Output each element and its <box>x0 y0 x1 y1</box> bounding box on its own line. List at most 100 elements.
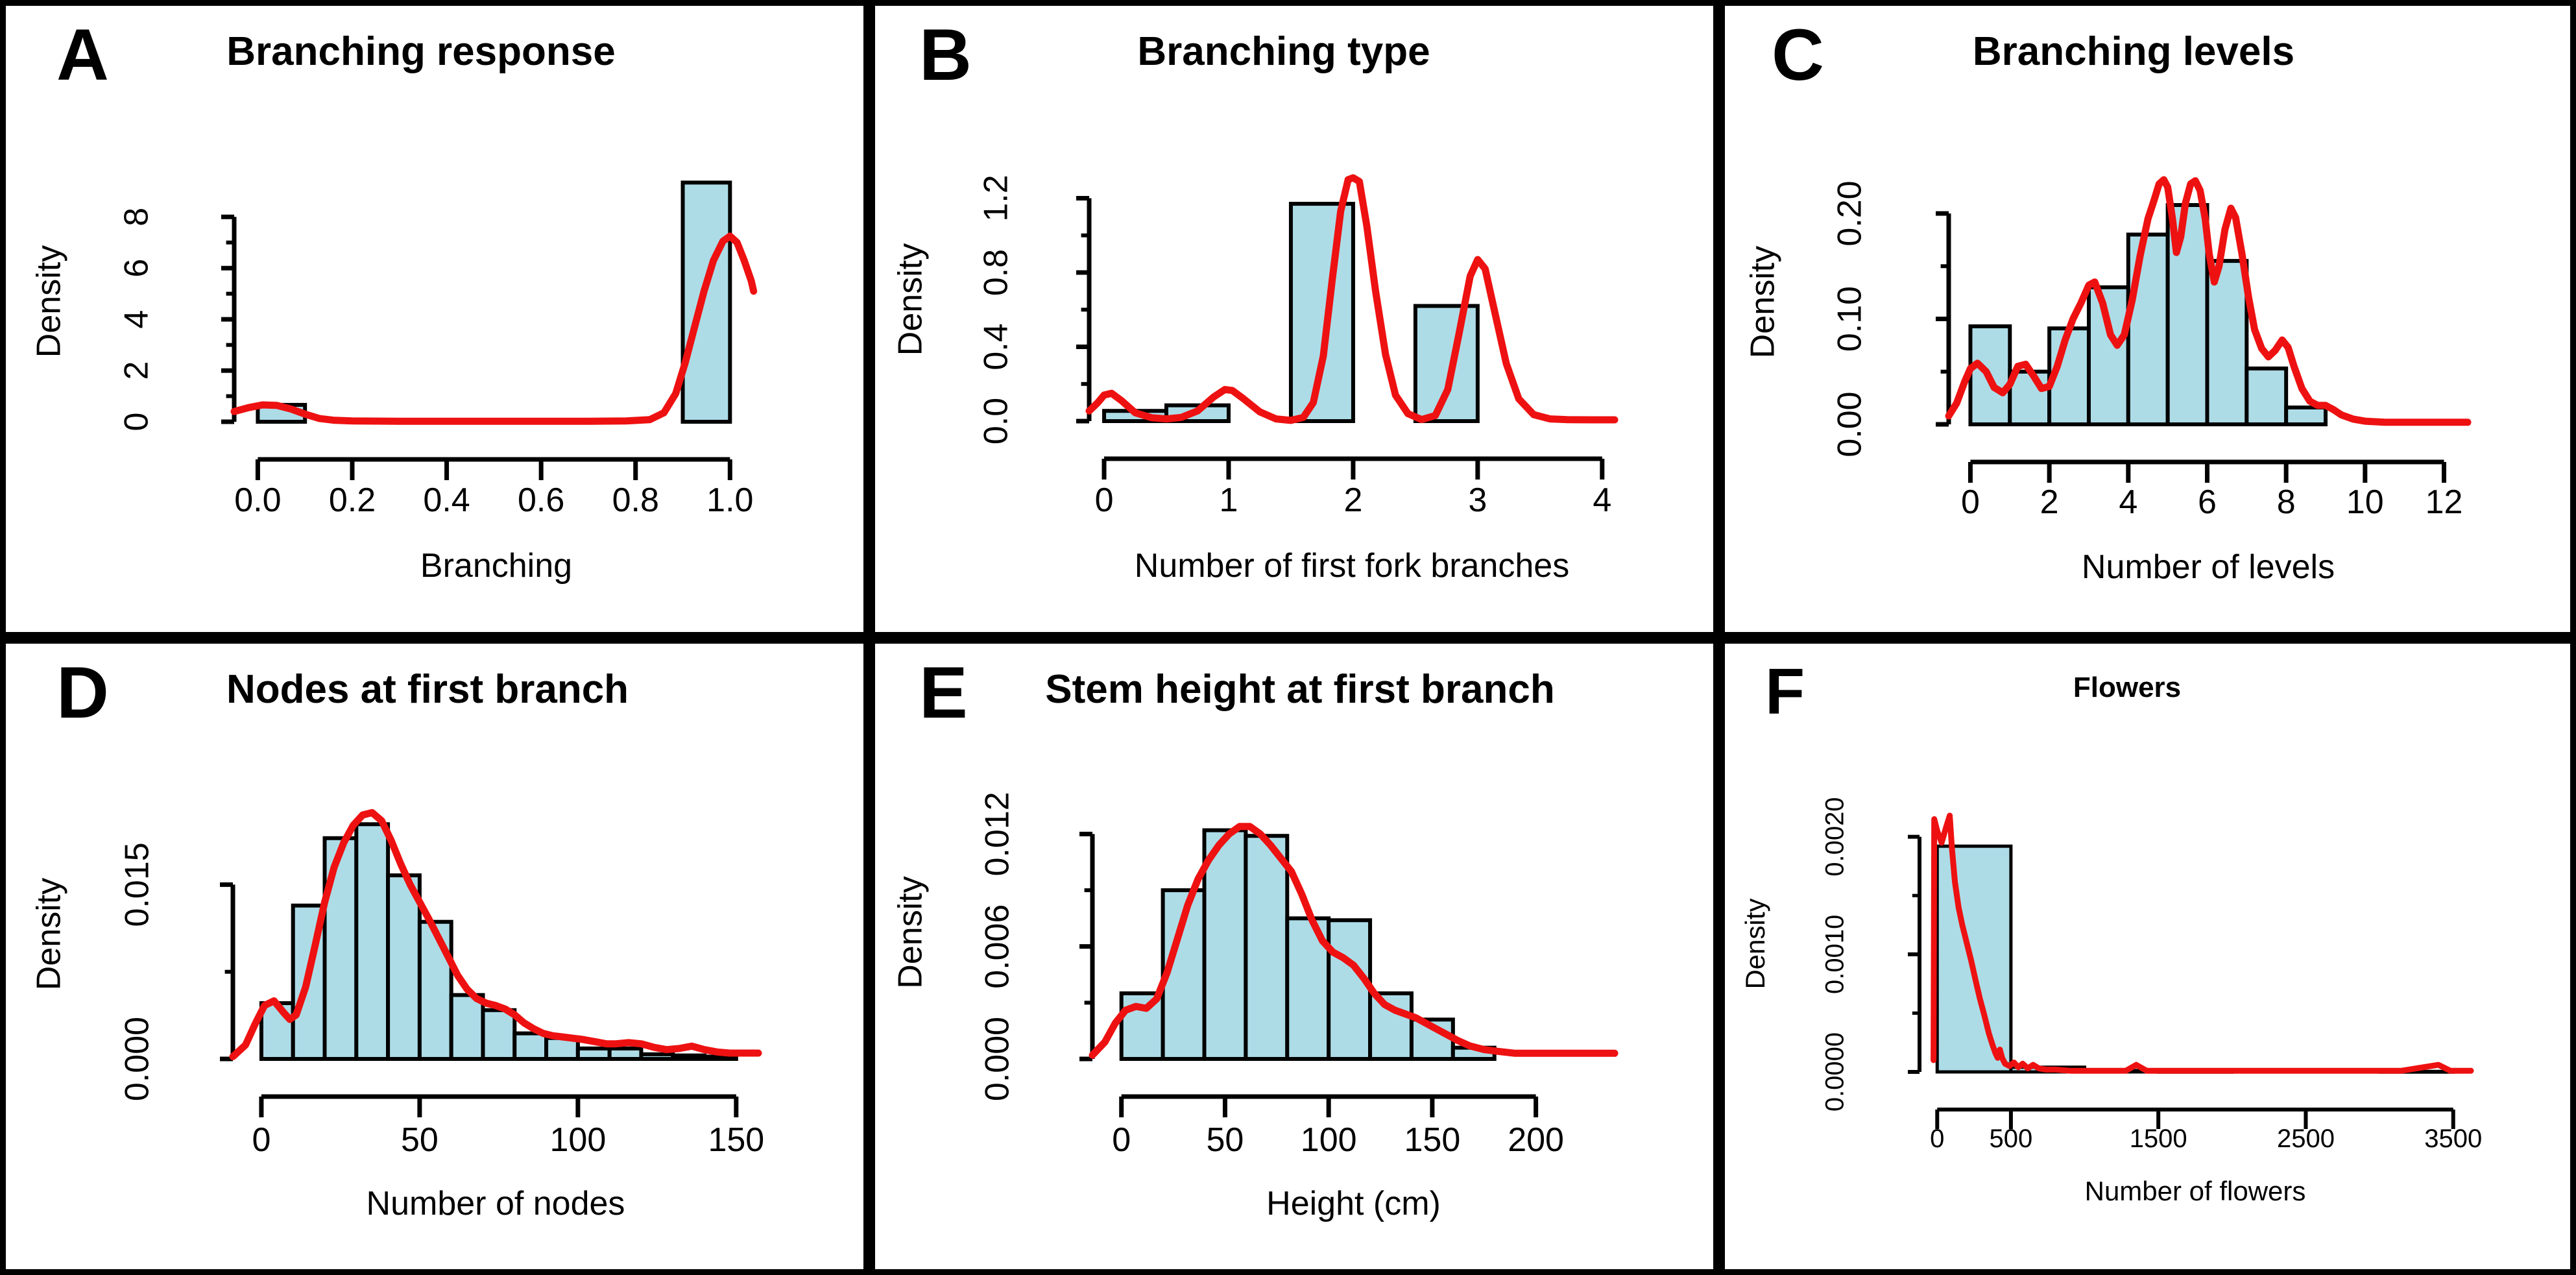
panel-b-title: Branching type <box>1137 29 1430 74</box>
histogram-bar <box>1413 304 1480 423</box>
histogram-bar <box>1202 828 1248 1061</box>
histogram-bars <box>1935 844 2455 1074</box>
histogram-bar <box>703 1054 738 1061</box>
x-tick-label: 0.4 <box>423 481 470 519</box>
x-tick-label: 2500 <box>2277 1124 2335 1153</box>
y-tick-label: 2 <box>118 361 156 380</box>
x-tick-label: 0 <box>1930 1124 1944 1153</box>
y-tick-label: 0.0020 <box>1821 797 1849 876</box>
histogram-bar <box>639 1052 675 1062</box>
histogram-bar <box>671 1053 707 1062</box>
y-tick-label: 0.10 <box>1831 286 1869 352</box>
histogram-bar <box>575 1046 612 1062</box>
x-axis-label: Height (cm) <box>1266 1185 1441 1222</box>
y-tick-label: 0.006 <box>979 905 1017 989</box>
x-axis-label: Number of levels <box>2082 548 2335 586</box>
x-tick-label: 6 <box>2198 483 2217 521</box>
histogram-bar <box>2126 232 2170 426</box>
y-tick-label: 0.8 <box>978 249 1015 296</box>
density-curve <box>1931 812 2474 1074</box>
histogram-bar <box>354 822 391 1061</box>
y-axis-label: Density <box>1744 246 1782 358</box>
x-tick-label: 12 <box>2426 483 2463 521</box>
y-tick-label: 8 <box>118 208 156 226</box>
y-axis-label: Density <box>30 878 68 990</box>
histogram-bar <box>2245 366 2289 426</box>
x-tick-label: 4 <box>1593 481 1611 519</box>
x-tick-label: 150 <box>708 1121 764 1159</box>
histogram-bar <box>512 1031 549 1062</box>
histogram-bar <box>386 873 422 1061</box>
histogram-bar <box>259 1001 295 1061</box>
panel-c-title: Branching levels <box>1972 29 2295 74</box>
x-tick-label: 8 <box>2277 483 2296 521</box>
x-tick-label: 50 <box>401 1121 439 1159</box>
histogram-bar <box>1368 991 1414 1062</box>
x-tick-label: 2 <box>2040 483 2059 521</box>
x-tick-label: 0 <box>1961 483 1980 521</box>
density-curve <box>1089 823 1619 1059</box>
density-curve <box>1085 174 1619 424</box>
x-tick-label: 0.8 <box>612 481 659 519</box>
histogram-bar <box>417 919 453 1061</box>
x-tick-label: 150 <box>1404 1121 1461 1159</box>
histogram-bar <box>2205 259 2249 426</box>
x-tick-label: 100 <box>549 1121 606 1159</box>
x-tick-label: 100 <box>1301 1121 1357 1159</box>
y-tick-label: 0.000 <box>979 1017 1017 1101</box>
histogram-bar <box>1327 918 1373 1061</box>
y-axis-label: Density <box>30 245 68 358</box>
x-tick-label: 0.6 <box>518 481 564 519</box>
y-tick-label: 0.012 <box>979 792 1017 876</box>
x-tick-label: 200 <box>1508 1121 1564 1159</box>
histogram-bar <box>2284 406 2328 426</box>
density-curve <box>1945 176 2472 426</box>
histogram-bar <box>1244 834 1290 1061</box>
x-tick-label: 0 <box>1112 1121 1131 1159</box>
y-tick-label: 0.4 <box>978 323 1015 370</box>
histogram-bars <box>1102 202 1480 424</box>
histogram-bar <box>481 1008 517 1062</box>
panel-d-letter: D <box>56 652 109 733</box>
histogram-bar <box>607 1046 644 1062</box>
x-tick-label: 3500 <box>2424 1124 2482 1153</box>
x-tick-label: 0.0 <box>234 481 281 519</box>
y-tick-label: 0.015 <box>119 842 156 927</box>
x-axis-label: Number of first fork branches <box>1135 547 1569 585</box>
panel-e-letter: E <box>919 652 968 733</box>
histogram-bars <box>259 822 738 1062</box>
histogram-bar <box>2008 369 2052 426</box>
y-tick-label: 0 <box>118 413 156 431</box>
x-tick-label: 4 <box>2119 483 2137 521</box>
y-tick-label: 0.20 <box>1831 180 1869 246</box>
density-curve <box>230 232 758 425</box>
panel-c-letter: C <box>1772 14 1824 95</box>
y-axis-label: Density <box>892 243 930 356</box>
y-tick-label: 0.0000 <box>1821 1032 1849 1111</box>
x-tick-label: 10 <box>2346 483 2384 521</box>
histogram-bar <box>680 180 732 424</box>
histogram-bar <box>1288 202 1355 423</box>
histogram-bars <box>1119 828 1497 1062</box>
y-tick-label: 6 <box>118 259 156 278</box>
panel-d-title: Nodes at first branch <box>226 667 629 712</box>
x-tick-label: 1 <box>1220 481 1238 519</box>
x-tick-label: 0.2 <box>329 481 376 519</box>
histogram-bar <box>1935 844 2013 1074</box>
x-tick-label: 1500 <box>2130 1124 2187 1153</box>
y-axis-label: Density <box>1740 898 1770 989</box>
axes: 0.000 0.006 0.012 0 50 100 150 200 <box>979 792 1564 1159</box>
x-axis-label: Number of flowers <box>2085 1176 2306 1206</box>
histogram-bars <box>256 180 732 424</box>
x-tick-label: 50 <box>1207 1121 1244 1159</box>
